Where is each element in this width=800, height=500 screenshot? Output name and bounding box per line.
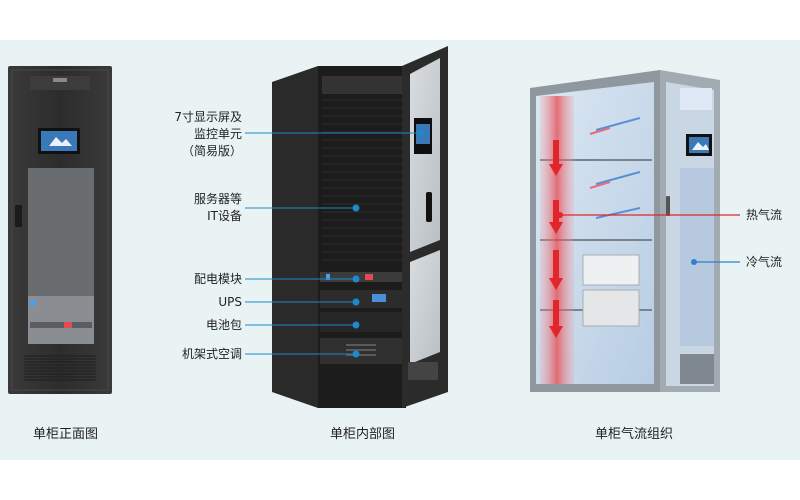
caption-interior-view: 单柜内部图 bbox=[330, 427, 396, 442]
label-ups: UPS bbox=[218, 295, 242, 309]
interior-callouts bbox=[245, 129, 425, 358]
caption-front-view: 单柜正面图 bbox=[33, 427, 99, 442]
front-cabinet bbox=[8, 66, 112, 394]
caption-airflow-view: 单柜气流组织 bbox=[595, 427, 674, 442]
airflow-callouts bbox=[557, 212, 740, 265]
label-hot-air: 热气流 bbox=[746, 208, 783, 222]
label-display-line1: 7寸显示屏及 bbox=[174, 110, 242, 124]
label-pdu: 配电模块 bbox=[193, 272, 242, 286]
label-server-line2: IT设备 bbox=[207, 209, 242, 223]
label-battery: 电池包 bbox=[205, 318, 242, 332]
label-display-line2: 监控单元 bbox=[193, 127, 242, 141]
interior-cabinet bbox=[272, 46, 448, 408]
airflow-cabinet bbox=[530, 70, 720, 392]
label-display-line3: （简易版） bbox=[181, 144, 242, 158]
label-cold-air: 冷气流 bbox=[746, 255, 783, 269]
label-server-line1: 服务器等 bbox=[193, 192, 242, 206]
label-ac: 机架式空调 bbox=[181, 347, 242, 361]
